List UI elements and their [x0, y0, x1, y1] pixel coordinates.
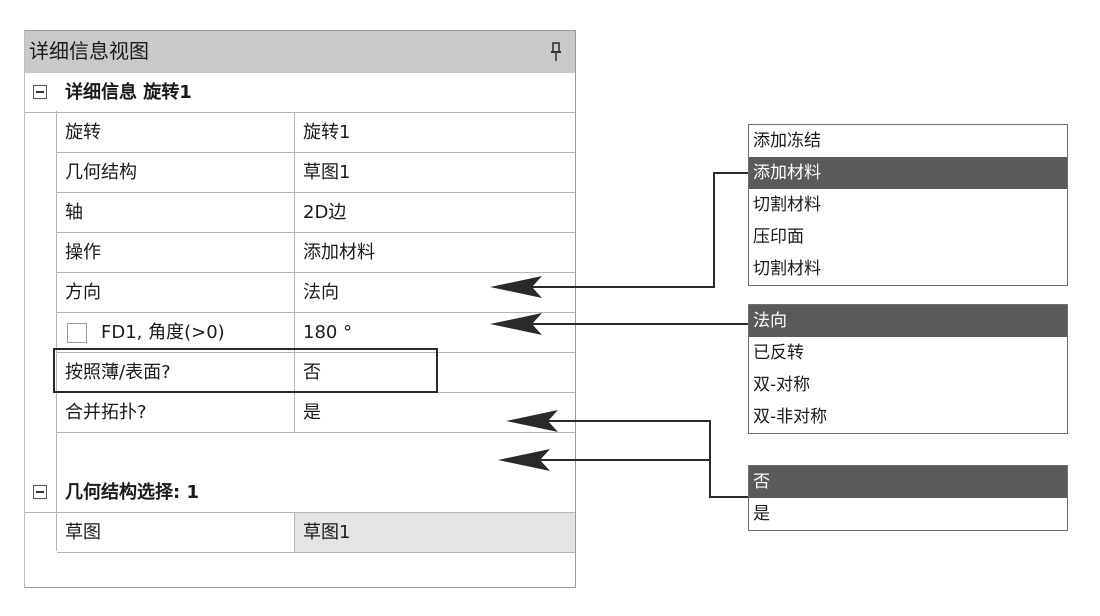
arrowhead-icon: [490, 276, 542, 298]
property-row-operation[interactable]: 操作 添加材料: [57, 233, 575, 273]
operation-dropdown-value[interactable]: 添加材料: [303, 242, 375, 263]
property-row-merge-topology[interactable]: 合并拓扑? 是: [57, 393, 575, 433]
panel-title: 详细信息视图: [29, 39, 149, 63]
angle-value-input[interactable]: 180 °: [303, 322, 353, 343]
property-name: 草图: [57, 513, 295, 552]
property-row-revolve[interactable]: 旋转 旋转1: [57, 113, 575, 153]
dropdown-option[interactable]: 切割材料: [753, 259, 821, 279]
direction-dropdown-value[interactable]: 法向: [303, 282, 339, 303]
property-value[interactable]: 草图1: [303, 162, 351, 183]
property-name: 轴: [57, 193, 295, 232]
property-name: 方向: [57, 273, 295, 312]
group-label: 几何结构选择: 1: [65, 482, 199, 503]
merge-topology-dropdown-value[interactable]: 是: [303, 402, 321, 423]
property-name: 旋转: [57, 113, 295, 152]
direction-dropdown-list: 法向 已反转 双-对称 双-非对称: [748, 304, 1068, 434]
collapse-icon[interactable]: [33, 485, 47, 499]
dropdown-option[interactable]: 双-对称: [753, 375, 811, 395]
property-row-sketch[interactable]: 草图 草图1: [57, 513, 575, 553]
property-value[interactable]: 草图1: [295, 513, 575, 552]
property-row-angle[interactable]: FD1, 角度(>0) 180 °: [57, 313, 575, 353]
property-name: 合并拓扑?: [57, 393, 295, 432]
details-view-panel: 详细信息视图 详细信息 旋转1 旋转 旋转1 几何结构 草图1 轴 2D边 操作…: [24, 30, 576, 588]
operation-dropdown-list: 添加冻结 添加材料 切割材料 压印面 切割材料: [748, 124, 1068, 286]
parameter-checkbox[interactable]: [67, 323, 87, 343]
dropdown-option[interactable]: 双-非对称: [753, 407, 828, 427]
arrowhead-icon: [506, 410, 558, 432]
property-name: FD1, 角度(>0): [101, 322, 225, 343]
property-value[interactable]: 旋转1: [303, 122, 351, 143]
property-name: 几何结构: [57, 153, 295, 192]
property-name: 操作: [57, 233, 295, 272]
thin-surface-dropdown-value[interactable]: 否: [303, 362, 321, 383]
gutter-divider: [56, 111, 57, 551]
dropdown-option[interactable]: 是: [753, 504, 770, 524]
group-details-revolve[interactable]: 详细信息 旋转1: [25, 73, 575, 113]
property-row-axis[interactable]: 轴 2D边: [57, 193, 575, 233]
dropdown-option[interactable]: 添加冻结: [753, 131, 821, 151]
panel-header: 详细信息视图: [25, 31, 575, 73]
operation-connector-line: [516, 172, 748, 288]
dropdown-option-selected[interactable]: 否: [749, 466, 1067, 498]
property-value[interactable]: 2D边: [303, 202, 347, 223]
property-row-geometry[interactable]: 几何结构 草图1: [57, 153, 575, 193]
dropdown-option-selected[interactable]: 添加材料: [749, 157, 1067, 189]
property-name: 按照薄/表面?: [57, 353, 295, 392]
property-name-cell: FD1, 角度(>0): [57, 313, 295, 352]
property-row-direction[interactable]: 方向 法向: [57, 273, 575, 313]
angle-row-highlight: [53, 348, 438, 393]
arrowhead-icon: [490, 313, 542, 335]
dropdown-option-selected[interactable]: 法向: [749, 305, 1067, 337]
collapse-icon[interactable]: [33, 85, 47, 99]
dropdown-option[interactable]: 切割材料: [753, 195, 821, 215]
arrowhead-icon: [498, 449, 550, 471]
pin-icon[interactable]: [551, 42, 561, 62]
group-label: 详细信息 旋转1: [65, 82, 192, 103]
boolean-dropdown-list: 否 是: [748, 465, 1068, 531]
dropdown-option[interactable]: 已反转: [753, 343, 804, 363]
dropdown-option[interactable]: 压印面: [753, 227, 804, 247]
group-geometry-selection[interactable]: 几何结构选择: 1: [25, 473, 575, 513]
